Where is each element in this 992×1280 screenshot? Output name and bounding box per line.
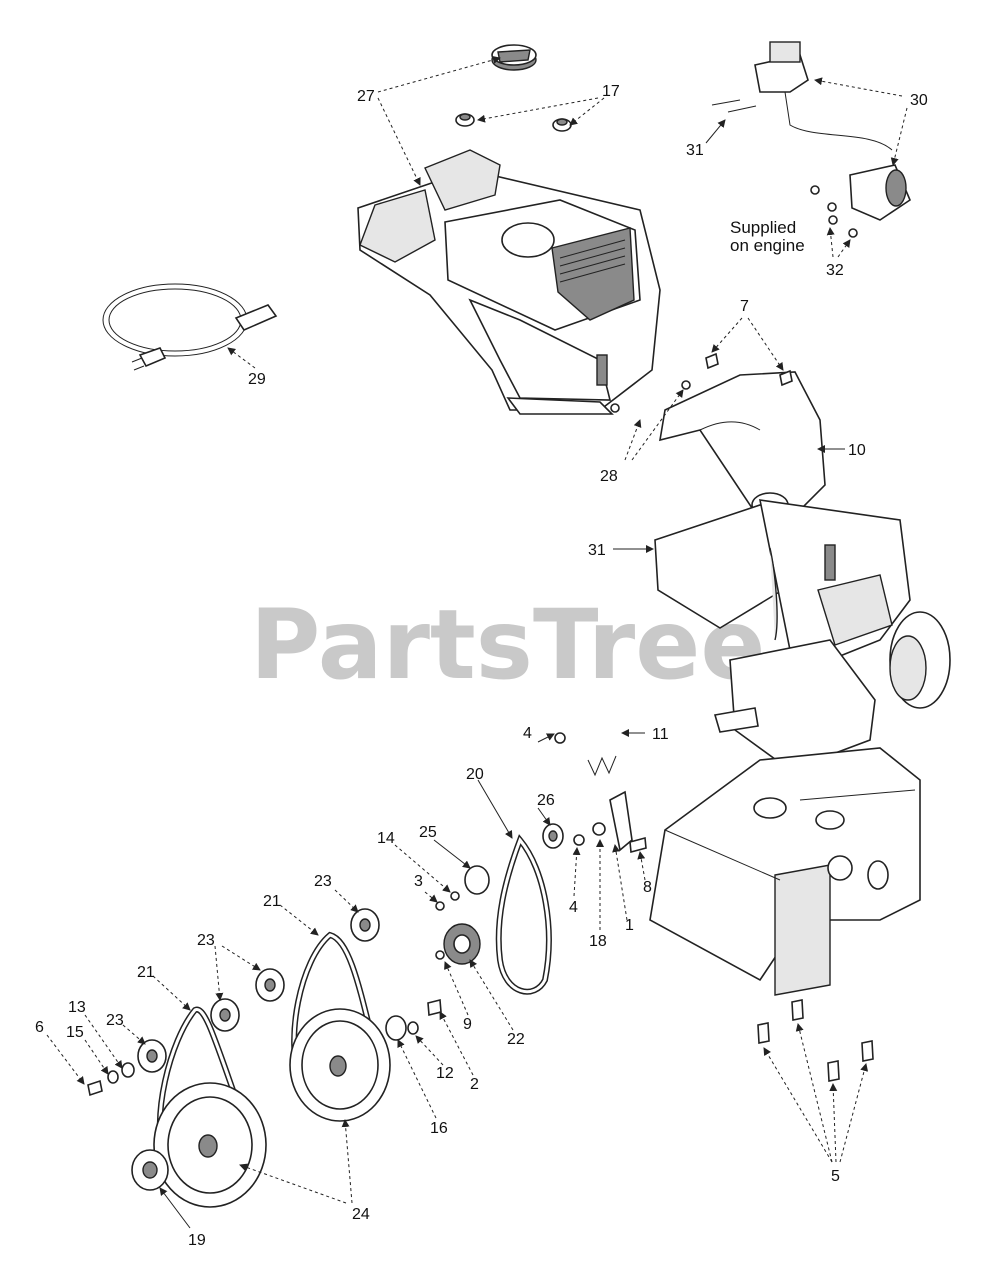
callout-32: 32	[826, 262, 844, 279]
callout-17: 17	[602, 83, 620, 100]
washer-23-mid	[255, 968, 285, 1002]
callout-12: 12	[436, 1065, 454, 1082]
hub-19	[131, 1149, 169, 1191]
washer-26	[542, 823, 564, 849]
callout-8: 8	[643, 879, 652, 896]
note-line-1: Supplied	[730, 218, 796, 237]
washer-25	[464, 865, 490, 895]
electric-starter	[754, 41, 911, 221]
note-line-2: on engine	[730, 236, 805, 255]
callout-15: 15	[66, 1024, 84, 1041]
fuel-cap	[491, 44, 537, 71]
callout-22: 22	[507, 1031, 525, 1048]
callout-1: 1	[625, 917, 634, 934]
nuts-17	[455, 113, 572, 132]
callout-23-left: 23	[106, 1012, 124, 1029]
callout-16: 16	[430, 1120, 448, 1137]
callout-4-top: 4	[523, 725, 532, 742]
callout-3: 3	[414, 873, 423, 890]
watermark: PartsTree TM	[250, 589, 765, 701]
nuts-7	[705, 352, 793, 387]
callout-9: 9	[463, 1016, 472, 1033]
callout-19: 19	[188, 1232, 206, 1249]
washer-23-left	[137, 1039, 167, 1073]
screws-28	[610, 380, 691, 413]
screws-31	[711, 99, 757, 113]
callout-6: 6	[35, 1019, 44, 1036]
callout-11: 11	[652, 726, 669, 743]
belt-20	[495, 834, 552, 995]
power-cord	[102, 283, 278, 371]
callout-23-upper: 23	[314, 873, 332, 890]
small-parts-9-12-2-16	[385, 950, 445, 1041]
callout-29: 29	[248, 371, 266, 388]
pulley-24-left	[153, 1006, 267, 1208]
washer-23-upper	[350, 908, 380, 942]
callout-2: 2	[470, 1076, 479, 1093]
callout-24: 24	[352, 1206, 370, 1223]
engine-shroud	[357, 149, 661, 415]
callout-31: 31	[588, 542, 606, 559]
screws-32	[810, 185, 858, 238]
watermark-brand: PartsTree	[250, 589, 765, 701]
callout-21-upper: 21	[263, 893, 281, 910]
callout-18: 18	[589, 933, 607, 950]
callout-25: 25	[419, 824, 437, 841]
callout-5: 5	[831, 1168, 840, 1185]
callout-21-lower: 21	[137, 964, 155, 981]
callout-20: 20	[466, 766, 484, 783]
callout-26: 26	[537, 792, 555, 809]
washer-23-low	[210, 998, 240, 1032]
callouts: 27 17 30 31 32 29 7 10 28 31 4 11 20 26 …	[35, 83, 928, 1249]
leader-lines	[46, 56, 908, 1229]
pulley-22	[443, 923, 481, 965]
pulley-24-right	[289, 931, 391, 1122]
small-parts-13-15-6	[87, 1062, 135, 1097]
frame	[649, 747, 921, 996]
engine	[654, 499, 951, 771]
belt-cover	[659, 371, 826, 521]
callout-27: 27	[357, 88, 375, 105]
callout-4: 4	[569, 899, 578, 916]
callout-14: 14	[377, 830, 395, 847]
callout-10: 10	[848, 442, 866, 459]
small-parts-14-3	[435, 891, 460, 911]
callout-28: 28	[600, 468, 618, 485]
idler-assembly	[554, 732, 647, 854]
bolts-5	[757, 999, 874, 1082]
callout-23-mid: 23	[197, 932, 215, 949]
callout-30: 30	[910, 92, 928, 109]
callout-7: 7	[740, 298, 749, 315]
callout-31-top: 31	[686, 142, 704, 159]
callout-13: 13	[68, 999, 86, 1016]
engine-note: Supplied on engine	[730, 218, 805, 255]
